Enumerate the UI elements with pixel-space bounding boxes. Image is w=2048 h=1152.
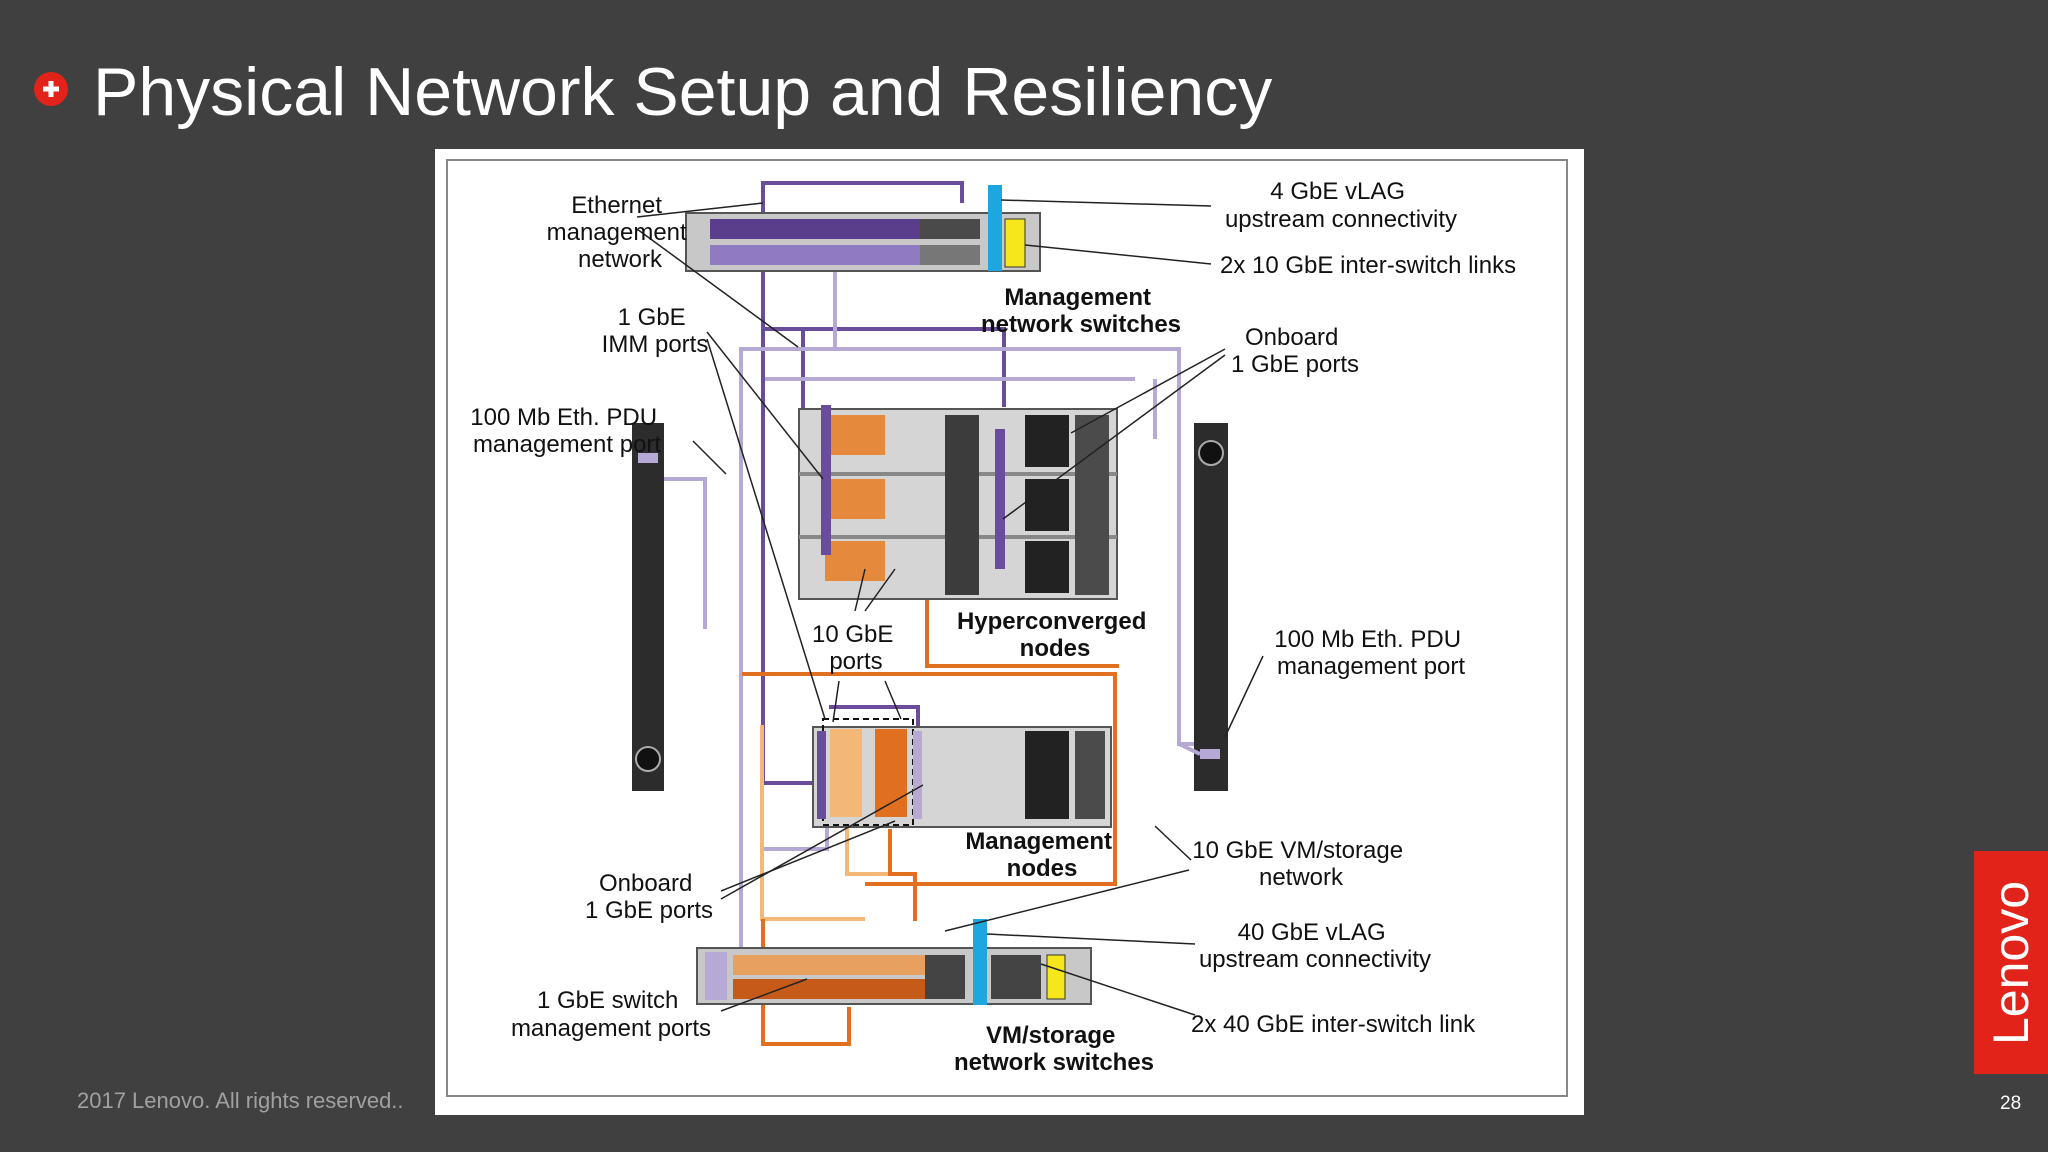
management-switches [685, 185, 1041, 272]
label-vlag-40gbe-line2: upstream connectivity [1199, 946, 1431, 973]
leader-10gbe-d [884, 680, 902, 720]
label-ethernet-mgmt-line3: network [578, 246, 663, 273]
label-imm-ports: 1 GbE IMM ports [602, 304, 709, 358]
label-hyperconverged-line2: nodes [1020, 635, 1091, 662]
leader-vlag-40gbe [986, 933, 1196, 945]
lenovo-logo: Lenovo [1974, 851, 2048, 1074]
leader-onboard-bottom-a [720, 820, 896, 892]
slide-title: Physical Network Setup and Resiliency [93, 54, 1273, 130]
network-diagram: Ethernet management network 4 GbE vLAG u… [446, 159, 1568, 1097]
label-vm-storage-net: 10 GbE VM/storage network [1192, 837, 1409, 891]
label-vm-switches-line1: VM/storage [986, 1022, 1115, 1049]
network-diagram-figure: Ethernet management network 4 GbE vLAG u… [435, 149, 1584, 1115]
label-vm-storage-net-line1: 10 GbE VM/storage [1192, 837, 1403, 864]
label-vlag-4gbe-line1: 4 GbE vLAG [1270, 178, 1405, 205]
cable-pdu-right [1178, 742, 1201, 756]
label-vlag-40gbe-line1: 40 GbE vLAG [1238, 919, 1386, 946]
leader-isl-10gbe [1024, 244, 1212, 265]
label-pdu-left: 100 Mb Eth. PDU management port [470, 404, 663, 458]
label-isl-40gbe: 2x 40 GbE inter-switch link [1191, 1011, 1476, 1038]
label-mgmt-switches-line1: Management [1004, 284, 1151, 311]
uplink-blue-vm [973, 919, 987, 1005]
label-onboard-bottom: Onboard 1 GbE ports [585, 870, 713, 924]
label-vlag-4gbe: 4 GbE vLAG upstream connectivity [1225, 178, 1457, 233]
label-onboard-bottom-line2: 1 GbE ports [585, 897, 713, 924]
label-hyperconverged: Hyperconverged nodes [957, 608, 1153, 662]
label-mgmt-nodes-line2: nodes [1007, 855, 1078, 882]
label-ethernet-mgmt: Ethernet management network [547, 192, 694, 273]
label-mgmt-switches-line2: network switches [981, 311, 1181, 338]
leader-imm-b [706, 338, 826, 720]
cable-vm-a [742, 672, 1117, 886]
label-switch-mgmt-ports: 1 GbE switch management ports [511, 987, 711, 1042]
leader-onboard-top-b [1002, 354, 1226, 520]
leader-onboard-bottom-b [720, 784, 924, 900]
vm-storage-switches [696, 919, 1092, 1005]
label-imm-ports-line2: IMM ports [602, 331, 709, 358]
label-mgmt-nodes: Management nodes [965, 828, 1118, 882]
management-nodes [812, 718, 1112, 828]
label-switch-mgmt-ports-line1: 1 GbE switch [537, 987, 678, 1014]
leader-switch-mgmt-ports [720, 978, 808, 1012]
label-mgmt-switches: Management network switches [981, 284, 1181, 338]
label-isl-10gbe: 2x 10 GbE inter-switch links [1220, 252, 1516, 279]
label-switch-mgmt-ports-line2: management ports [511, 1015, 711, 1042]
cable-vm-mid [888, 829, 917, 921]
label-pdu-right: 100 Mb Eth. PDU management port [1274, 626, 1467, 680]
leader-pdu-right [1224, 655, 1264, 738]
leader-vm-storage-a [1154, 825, 1192, 861]
label-vm-storage-net-line2: network [1259, 864, 1344, 891]
label-onboard-top-line1: Onboard [1245, 324, 1338, 351]
label-vlag-4gbe-line2: upstream connectivity [1225, 206, 1457, 233]
leader-ethernet-mgmt-b [636, 228, 799, 348]
leader-10gbe-c [832, 680, 840, 723]
label-ethernet-mgmt-line1: Ethernet [571, 192, 662, 219]
label-10gbe-ports-line2: ports [829, 648, 882, 675]
pdu-left [632, 423, 664, 791]
uplink-blue-mgmt [988, 185, 1002, 271]
leader-imm-a [706, 331, 824, 480]
pdu-right [1194, 423, 1228, 791]
plus-circle-icon [34, 72, 68, 106]
leader-vm-storage-b [944, 869, 1190, 932]
hyperconverged-nodes [798, 405, 1118, 600]
label-pdu-left-line2: management port [473, 431, 661, 458]
label-ethernet-mgmt-line2: management [547, 219, 687, 246]
leader-ethernet-mgmt-a [636, 202, 764, 218]
leader-10gbe-a [854, 568, 866, 612]
leader-vlag-4gbe [1000, 199, 1212, 207]
label-pdu-right-line2: management port [1277, 653, 1465, 680]
label-10gbe-ports-line1: 10 GbE [812, 621, 893, 648]
label-vlag-40gbe: 40 GbE vLAG upstream connectivity [1199, 919, 1431, 973]
leader-lines [636, 199, 1264, 1016]
label-onboard-top-line2: 1 GbE ports [1231, 351, 1359, 378]
label-10gbe-ports: 10 GbE ports [812, 621, 900, 675]
logo-text: Lenovo [1983, 880, 2039, 1045]
label-imm-ports-line1: 1 GbE [618, 304, 686, 331]
label-mgmt-nodes-line1: Management [965, 828, 1112, 855]
label-vm-switches: VM/storage network switches [954, 1022, 1154, 1076]
copyright-footer: 2017 Lenovo. All rights reserved.. [77, 1088, 404, 1113]
leader-pdu-left [692, 440, 727, 475]
leader-10gbe-b [864, 568, 896, 612]
page-number: 28 [2000, 1093, 2022, 1114]
label-vm-switches-line2: network switches [954, 1049, 1154, 1076]
label-onboard-bottom-line1: Onboard [599, 870, 692, 897]
leader-isl-40gbe [1040, 963, 1196, 1016]
label-onboard-top: Onboard 1 GbE ports [1231, 324, 1359, 378]
label-pdu-left-line1: 100 Mb Eth. PDU [470, 404, 657, 431]
leader-onboard-top-a [1070, 348, 1226, 434]
label-pdu-right-line1: 100 Mb Eth. PDU [1274, 626, 1461, 653]
label-hyperconverged-line1: Hyperconverged [957, 608, 1146, 635]
